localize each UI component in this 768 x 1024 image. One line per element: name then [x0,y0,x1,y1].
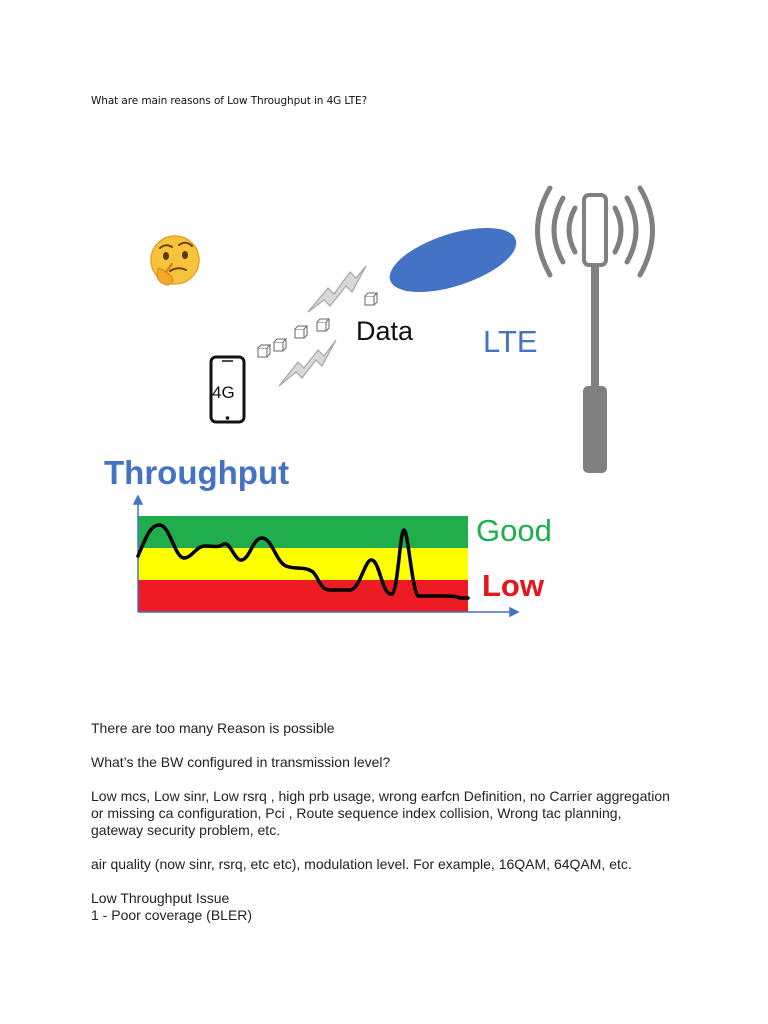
data-packets [257,292,379,358]
lte-throughput-illustration: Data LTE 4G Throughput Good Low [104,185,655,618]
lightning-bolt-icon [278,339,337,387]
packet-icon [364,292,379,306]
packet-icon [316,318,331,332]
paragraph: What’s the BW configured in transmission… [91,754,391,770]
paragraph: air quality (now sinr, rsrq, etc etc), m… [91,856,632,872]
good-band [138,516,468,548]
paragraph: Low mcs, Low sinr, Low rsrq , high prb u… [91,788,670,838]
packet-icon [273,338,288,352]
lightning-bolt-icon [307,265,367,313]
body-text: There are too many Reason is possible Wh… [91,720,671,924]
throughput-label: Throughput [104,454,289,491]
paragraph: There are too many Reason is possible [91,720,335,736]
thinking-face-icon [150,235,200,286]
smartphone-icon [209,355,246,424]
good-label: Good [476,513,552,548]
cell-tower-icon [535,185,655,473]
throughput-curve [136,523,470,600]
signal-beam-oval [389,227,517,293]
issue-heading: Low Throughput Issue [91,890,230,906]
document-title: What are main reasons of Low Throughput … [91,95,368,107]
lte-label: LTE [483,324,538,359]
medium-band [138,548,468,580]
data-label: Data [356,316,414,346]
packet-icon [294,325,309,339]
phone-4g-label: 4G [212,383,235,402]
issue-item: 1 - Poor coverage (BLER) [91,907,253,923]
low-label: Low [482,568,545,603]
packet-icon [257,344,272,358]
